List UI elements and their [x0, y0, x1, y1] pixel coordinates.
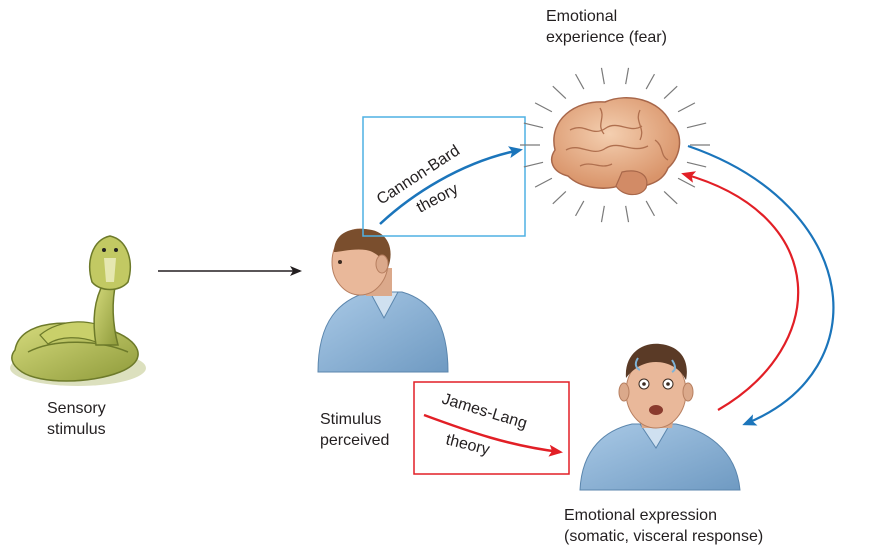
brain-ray [645, 73, 655, 90]
brain-ray [552, 85, 567, 99]
emotional-expression-label: Emotional expression (somatic, visceral … [564, 505, 763, 547]
brain-ray [677, 177, 696, 188]
stimulus-perceived-label: Stimulus perceived [320, 409, 389, 451]
sensory-line1: Sensory [47, 400, 106, 417]
brain-ray [686, 161, 707, 168]
brain-illustration [520, 67, 710, 223]
james-lang-arrow [423, 413, 563, 457]
man-perceiving [317, 228, 449, 373]
brain-ray [663, 191, 678, 205]
cannon-bard-box [362, 116, 526, 237]
emotional-experience-label: Emotional experience (fear) [546, 6, 667, 48]
brain-ray [625, 205, 630, 223]
expression-line1: Emotional expression [564, 507, 717, 524]
brain-ray [523, 122, 544, 129]
brain-ray [534, 177, 553, 188]
sensory-line2: stimulus [47, 421, 106, 438]
sensory-stimulus-label: Sensory stimulus [47, 398, 106, 440]
brain-ray [534, 102, 553, 113]
brain-ray [575, 200, 585, 217]
perceived-line1: Stimulus [320, 411, 382, 428]
brain-ray [625, 67, 630, 85]
expression-line2: (somatic, visceral response) [564, 528, 764, 545]
james-lang-arc [681, 171, 800, 411]
brain-ray [523, 161, 544, 168]
experience-line1: Emotional [546, 8, 618, 25]
brain-ray [575, 73, 585, 90]
cannon-bard-arrow [379, 146, 523, 225]
cannon-bard-arc [687, 144, 835, 426]
experience-line2: experience (fear) [546, 29, 667, 46]
frightened-man [579, 343, 741, 491]
brain-ray [663, 85, 678, 99]
brain-ray [600, 67, 605, 85]
brain-ray [677, 102, 696, 113]
cannon-bard-theory-label: theory [414, 181, 461, 217]
cobra-illustration [10, 235, 146, 386]
brain-ray [645, 200, 655, 217]
brain-ray [552, 191, 567, 205]
james-lang-box [413, 381, 570, 475]
brain-ray [686, 122, 707, 129]
perceived-line2: perceived [320, 432, 390, 449]
brain-ray [600, 205, 605, 223]
